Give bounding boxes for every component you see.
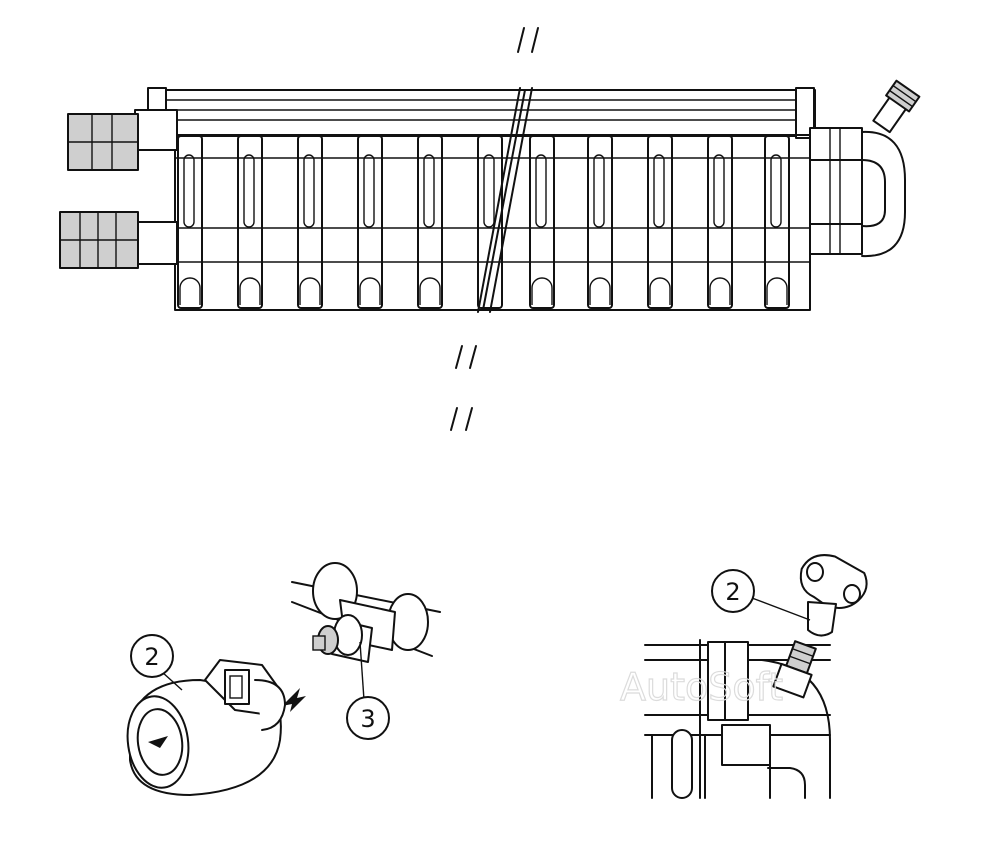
- upper-inlet-nut: [67, 113, 139, 171]
- callout-thermostatic-head: 2: [130, 634, 174, 678]
- radiator-section: [297, 135, 323, 309]
- radiator-section: [529, 135, 555, 309]
- radiator-section: [647, 135, 673, 309]
- valve-body: [312, 614, 373, 663]
- fit-direction-arrow: [282, 688, 306, 712]
- callout-number: 2: [144, 643, 159, 671]
- leader-line-valve: [359, 641, 365, 701]
- radiator-section: [587, 135, 613, 309]
- radiator-section: [177, 135, 203, 309]
- length-break-mark: [477, 87, 533, 313]
- radiator-panel: [59, 79, 921, 313]
- upper-inlet-pipe: [134, 109, 178, 151]
- bleed-key: [799, 554, 868, 637]
- callout-number: 2: [725, 578, 740, 606]
- break-mark-top: [517, 27, 539, 53]
- radiator-sections: [177, 135, 790, 309]
- radiator-top-rail: [149, 89, 816, 137]
- bleed-screw: [772, 640, 817, 699]
- radiator-body: [174, 134, 811, 311]
- valve-assembly-detail: 2 3: [126, 562, 441, 796]
- rail-end-cap-right: [795, 87, 815, 139]
- bleed-valve: [872, 79, 921, 134]
- radiator-section: [417, 135, 443, 309]
- callout-bleed-key: 2: [711, 569, 755, 613]
- callout-valve: 3: [346, 696, 390, 740]
- lower-inlet-pipe: [134, 221, 178, 265]
- watermark: AutoSoft: [620, 665, 783, 709]
- radiator-section: [707, 135, 733, 309]
- break-mark-lower: [450, 407, 473, 431]
- callout-number: 3: [360, 705, 375, 733]
- leader-line-key: [751, 597, 811, 621]
- leader-line-head: [161, 671, 183, 691]
- radiator-section: [477, 135, 503, 309]
- thermostatic-head: [126, 659, 286, 796]
- right-u-bend-pipe: [809, 127, 906, 258]
- radiator-section: [357, 135, 383, 309]
- radiator-section: [764, 135, 790, 309]
- lower-inlet-nut: [59, 211, 139, 269]
- bleed-key-detail: 2: [644, 554, 868, 799]
- break-mark-middle: [455, 345, 477, 369]
- radiator-section: [237, 135, 263, 309]
